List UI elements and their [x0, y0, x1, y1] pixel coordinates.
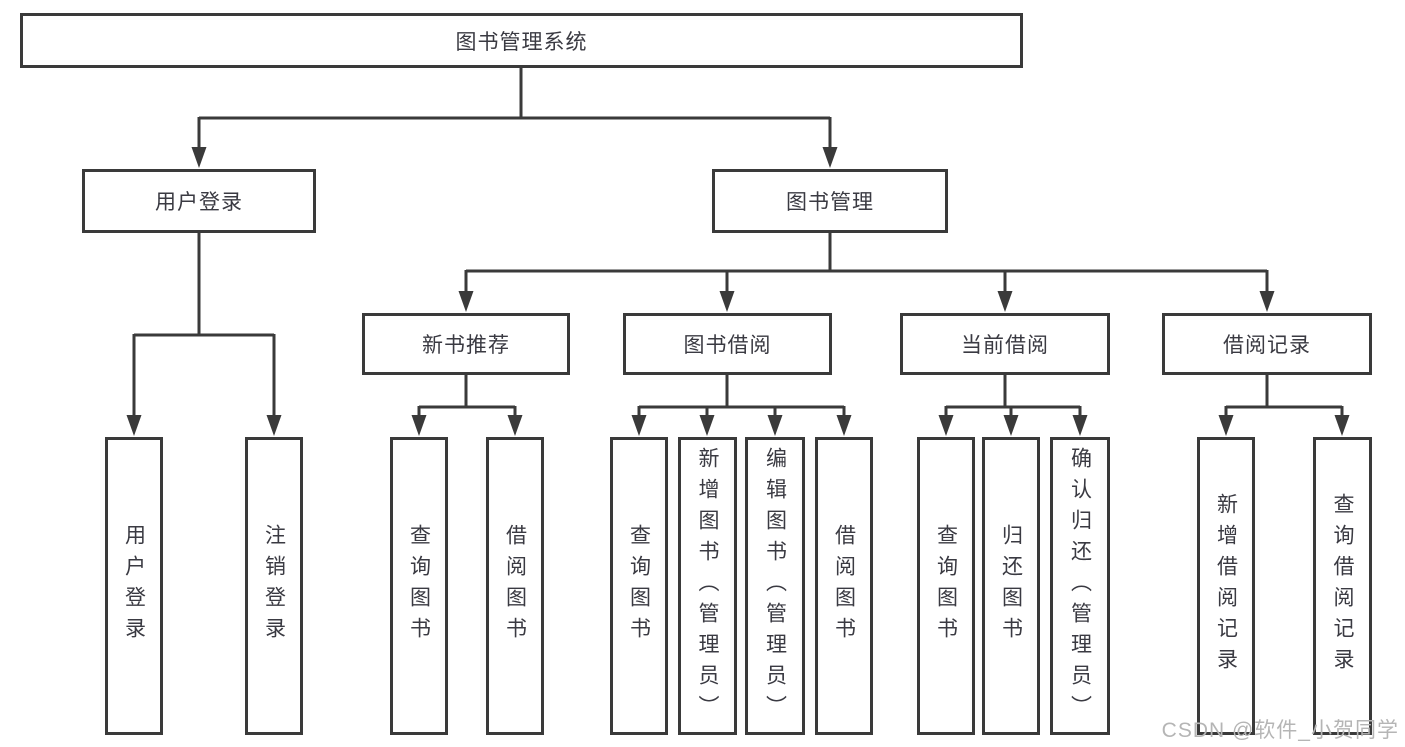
node-borrow-records: 借阅记录: [1162, 313, 1372, 375]
leaf-confirm-return-admin-label: 确认归还（管理员）: [1068, 446, 1092, 726]
leaf-return-books: 归还图书: [982, 437, 1040, 735]
leaf-query-books-2: 查询图书: [610, 437, 668, 735]
leaf-confirm-return-admin: 确认归还（管理员）: [1050, 437, 1110, 735]
node-user-login-module: 用户登录: [82, 169, 316, 233]
node-current-borrowing: 当前借阅: [900, 313, 1110, 375]
csdn-watermark: CSDN @软件_小贺同学: [1161, 719, 1399, 742]
leaf-query-books-3-label: 查询图书: [934, 524, 958, 648]
node-book-management-label: 图书管理: [786, 191, 874, 214]
leaf-user-login-label: 用户登录: [122, 524, 146, 648]
leaf-borrow-books-2-label: 借阅图书: [832, 524, 856, 648]
leaf-borrow-books-2: 借阅图书: [815, 437, 873, 735]
node-book-borrowing-label: 图书借阅: [683, 334, 772, 357]
leaf-edit-books-admin-label: 编辑图书（管理员）: [763, 446, 787, 726]
leaf-user-login: 用户登录: [105, 437, 163, 735]
connector-lines: [132, 68, 1344, 421]
node-root-system: 图书管理系统: [20, 13, 1023, 68]
node-new-book-recommend: 新书推荐: [362, 313, 570, 375]
leaf-query-books-1-label: 查询图书: [407, 524, 431, 648]
leaf-borrow-books-1: 借阅图书: [486, 437, 544, 735]
leaf-query-books-1: 查询图书: [390, 437, 448, 735]
leaf-query-books-3: 查询图书: [917, 437, 975, 735]
node-current-borrowing-label: 当前借阅: [961, 334, 1049, 357]
leaf-return-books-label: 归还图书: [999, 524, 1023, 648]
leaf-query-books-2-label: 查询图书: [627, 524, 651, 648]
node-book-borrowing: 图书借阅: [623, 313, 832, 375]
node-root-label: 图书管理系统: [455, 30, 588, 54]
leaf-add-borrow-record: 新增借阅记录: [1197, 437, 1255, 735]
node-borrow-records-label: 借阅记录: [1223, 334, 1311, 357]
leaf-query-borrow-record: 查询借阅记录: [1313, 437, 1372, 735]
leaf-add-books-admin-label: 新增图书（管理员）: [696, 446, 719, 726]
node-book-management-module: 图书管理: [712, 169, 948, 233]
leaf-logout: 注销登录: [245, 437, 303, 735]
leaf-logout-label: 注销登录: [262, 524, 286, 648]
leaf-edit-books-admin: 编辑图书（管理员）: [745, 437, 805, 735]
leaf-query-borrow-record-label: 查询借阅记录: [1331, 493, 1354, 679]
leaf-add-books-admin: 新增图书（管理员）: [678, 437, 737, 735]
node-user-login-label: 用户登录: [155, 191, 243, 214]
leaf-add-borrow-record-label: 新增借阅记录: [1214, 493, 1238, 679]
node-new-book-recommend-label: 新书推荐: [422, 334, 510, 357]
leaf-borrow-books-1-label: 借阅图书: [503, 524, 527, 648]
